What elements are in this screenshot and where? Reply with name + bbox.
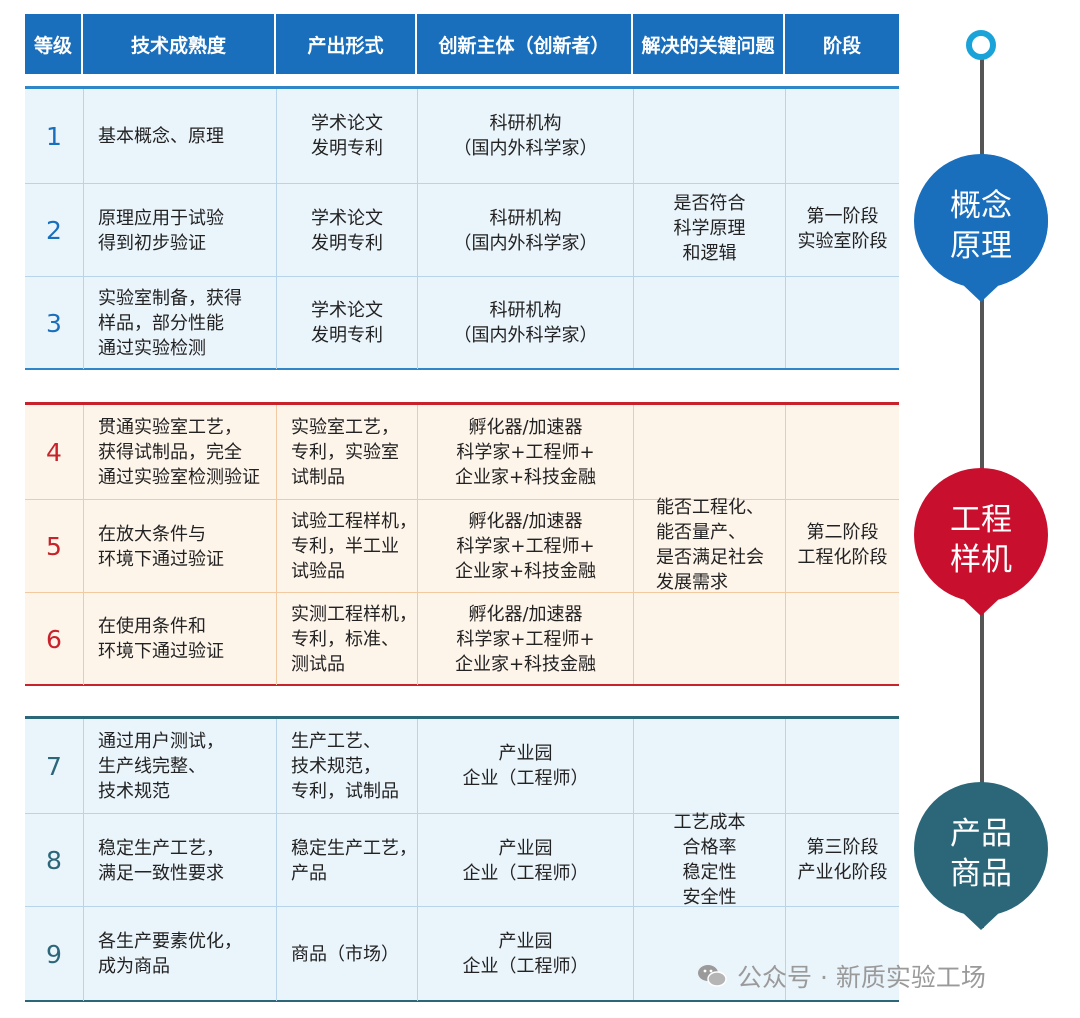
output-cell: 稳定生产工艺， 产品 [276, 814, 417, 907]
output-cell: 实验室工艺， 专利，实验室 试制品 [276, 405, 417, 499]
table-row: 5 在放大条件与 环境下通过验证 试验工程样机， 专利，半工业 试验品 孵化器/… [25, 499, 899, 593]
watermark: 公众号 · 新质实验工场 [697, 958, 986, 994]
output-cell: 商品（市场） [276, 907, 417, 1001]
trl-cell: 各生产要素优化， 成为商品 [83, 907, 276, 1001]
trl-cell: 基本概念、原理 [83, 89, 276, 183]
level-cell: 7 [46, 751, 62, 781]
header-stage: 阶段 [822, 34, 861, 57]
header-trl: 技术成熟度 [83, 14, 276, 74]
header-innovator: 创新主体（创新者） [417, 14, 633, 74]
table-row: 3 实验室制备，获得 样品，部分性能 通过实验检测 学术论文 发明专利 科研机构… [25, 276, 899, 369]
level-cell: 3 [46, 308, 62, 338]
innovator-cell: 科研机构 （国内外科学家） [417, 277, 633, 369]
table-row: 8 稳定生产工艺， 满足一致性要求 稳定生产工艺， 产品 产业园 企业（工程师） [25, 813, 899, 907]
level-cell: 8 [46, 846, 62, 875]
output-cell: 试验工程样机， 专利，半工业 试验品 [276, 500, 417, 593]
trl-cell: 在使用条件和 环境下通过验证 [83, 593, 276, 685]
badge-label: 概念 原理 [950, 188, 1012, 264]
level-cell: 1 [46, 121, 62, 151]
table-row: 4 贯通实验室工艺， 获得试制品，完全 通过实验室检测验证 实验室工艺， 专利，… [25, 405, 899, 499]
stage-cell: 第三阶段 产业化阶段 [785, 719, 899, 1000]
output-cell: 生产工艺、 技术规范， 专利，试制品 [276, 719, 417, 813]
level-cell: 5 [46, 532, 62, 561]
trl-cell: 通过用户测试， 生产线完整、 技术规范 [83, 719, 276, 813]
table-row: 6 在使用条件和 环境下通过验证 实测工程样机， 专利，标准、 测试品 孵化器/… [25, 592, 899, 685]
key-problem-cell: 是否符合 科学原理 和逻辑 [633, 89, 785, 368]
stage-2-block: 4 贯通实验室工艺， 获得试制品，完全 通过实验室检测验证 实验室工艺， 专利，… [25, 402, 899, 686]
badge-product: 产品 商品 [912, 780, 1050, 940]
teardrop-shape [914, 154, 1048, 302]
innovator-cell: 孵化器/加速器 科学家+工程师+ 企业家+科技金融 [417, 405, 633, 499]
badge-label: 产品 商品 [950, 816, 1012, 892]
level-cell: 6 [46, 624, 62, 654]
table-header: 等级 技术成熟度 产出形式 创新主体（创新者） 解决的关键问题 阶段 [25, 14, 899, 74]
table-row: 9 各生产要素优化， 成为商品 商品（市场） 产业园 企业（工程师） [25, 906, 899, 1001]
table-row: 2 原理应用于试验 得到初步验证 学术论文 发明专利 科研机构 （国内外科学家） [25, 183, 899, 277]
trl-cell: 贯通实验室工艺， 获得试制品，完全 通过实验室检测验证 [83, 405, 276, 499]
innovator-cell: 产业园 企业（工程师） [417, 814, 633, 907]
trl-cell: 原理应用于试验 得到初步验证 [83, 184, 276, 277]
stage-3-block: 7 通过用户测试， 生产线完整、 技术规范 生产工艺、 技术规范， 专利，试制品… [25, 716, 899, 1002]
badge-engineering: 工程 样机 [912, 466, 1050, 626]
wechat-icon [697, 963, 727, 989]
level-cell: 4 [46, 437, 62, 467]
output-cell: 学术论文 发明专利 [276, 89, 417, 183]
teardrop-shape [914, 468, 1048, 616]
innovator-cell: 科研机构 （国内外科学家） [417, 89, 633, 183]
badge-label: 工程 样机 [950, 502, 1012, 578]
stage-cell: 第一阶段 实验室阶段 [785, 89, 899, 368]
innovator-cell: 科研机构 （国内外科学家） [417, 184, 633, 277]
table-row: 7 通过用户测试， 生产线完整、 技术规范 生产工艺、 技术规范， 专利，试制品… [25, 719, 899, 813]
level-cell: 2 [46, 216, 62, 245]
watermark-text: 公众号 · 新质实验工场 [737, 963, 986, 992]
innovator-cell: 孵化器/加速器 科学家+工程师+ 企业家+科技金融 [417, 500, 633, 593]
key-problem-cell: 能否工程化、 能否量产、 是否满足社会 发展需求 [633, 405, 785, 684]
innovator-cell: 产业园 企业（工程师） [417, 719, 633, 813]
badge-concept: 概念 原理 [912, 152, 1050, 312]
trl-cell: 稳定生产工艺， 满足一致性要求 [83, 814, 276, 907]
innovator-cell: 产业园 企业（工程师） [417, 907, 633, 1001]
level-cell: 9 [46, 939, 62, 969]
stage-1-block: 1 基本概念、原理 学术论文 发明专利 科研机构 （国内外科学家） 2 原理应用… [25, 86, 899, 370]
innovator-cell: 孵化器/加速器 科学家+工程师+ 企业家+科技金融 [417, 593, 633, 685]
header-level: 等级 [25, 14, 83, 74]
output-cell: 学术论文 发明专利 [276, 277, 417, 369]
stage-cell: 第二阶段 工程化阶段 [785, 405, 899, 684]
header-output: 产出形式 [276, 14, 417, 74]
trl-cell: 实验室制备，获得 样品，部分性能 通过实验检测 [83, 277, 276, 369]
key-problem-cell: 工艺成本 合格率 稳定性 安全性 [633, 719, 785, 1000]
timeline-start-dot [966, 30, 996, 60]
output-cell: 学术论文 发明专利 [276, 184, 417, 277]
table-row: 1 基本概念、原理 学术论文 发明专利 科研机构 （国内外科学家） [25, 89, 899, 183]
output-cell: 实测工程样机， 专利，标准、 测试品 [276, 593, 417, 685]
trl-cell: 在放大条件与 环境下通过验证 [83, 500, 276, 593]
teardrop-shape [914, 782, 1048, 930]
header-key-problem: 解决的关键问题 [633, 14, 785, 74]
